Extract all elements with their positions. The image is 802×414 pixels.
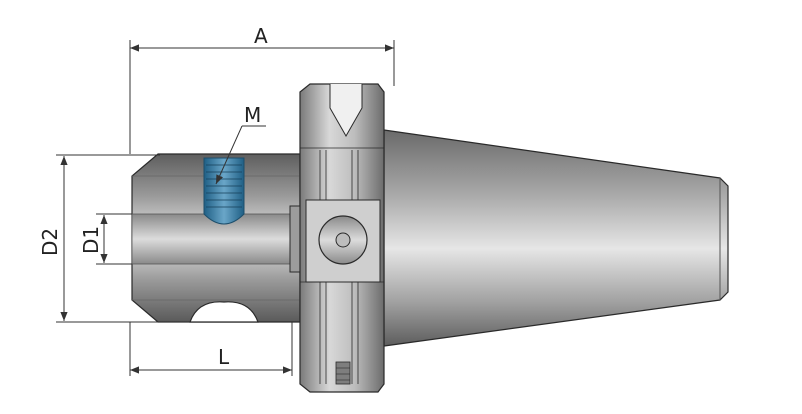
drive-hole-inner: [335, 232, 351, 248]
dim-m-label: M: [244, 103, 261, 127]
flange-grooves: [319, 150, 359, 384]
screw-icon: [335, 361, 351, 385]
dimension-l: [129, 322, 293, 376]
thread-hole: [203, 157, 245, 225]
flange-v-groove: [329, 84, 363, 138]
taper-cone: [383, 129, 729, 347]
dim-d1-label: D1: [79, 226, 103, 254]
dimension-a: [129, 40, 395, 154]
dimension-d2: [56, 154, 190, 323]
dim-a-label: A: [254, 24, 268, 48]
dimension-d1: [96, 213, 132, 265]
dimension-m: [215, 125, 266, 185]
dim-l-label: L: [218, 345, 230, 369]
dim-d2-label: D2: [38, 228, 62, 256]
bore: [131, 213, 293, 265]
lower-cutout: [189, 301, 259, 323]
